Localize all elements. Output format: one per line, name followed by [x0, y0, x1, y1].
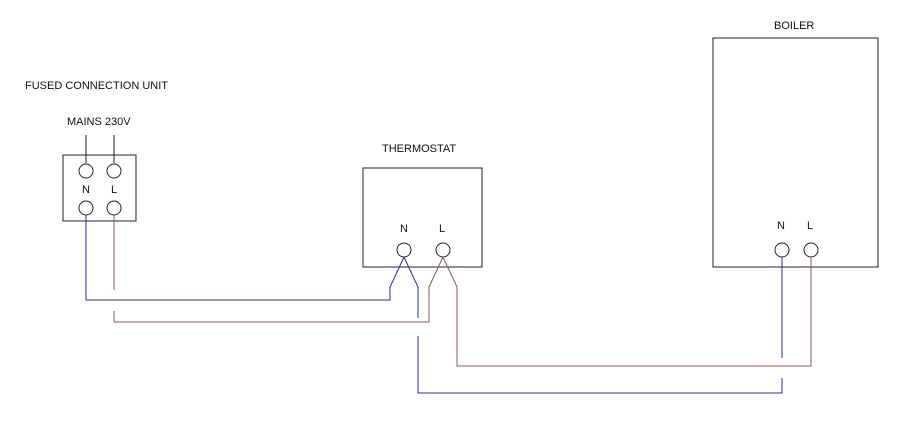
boiler-terminal-n: [774, 242, 790, 258]
thermostat: N L: [362, 167, 483, 268]
fused-connection-unit: N L: [62, 135, 137, 222]
thermostat-n-label: N: [400, 223, 408, 235]
fcu-l-label: L: [111, 184, 117, 196]
mains-voltage-label: MAINS 230V: [67, 116, 131, 128]
boiler-box: [712, 37, 879, 268]
thermostat-title: THERMOSTAT: [382, 143, 456, 155]
live-wire-fcu-return: [113, 256, 444, 323]
fused-connection-unit-title: FUSED CONNECTION UNIT: [25, 80, 168, 92]
boiler-n-label: N: [777, 220, 785, 232]
live-wire-thermostat-to-boiler: [442, 256, 812, 367]
thermostat-box: [362, 167, 483, 268]
fcu-top-terminal-n: [78, 163, 94, 179]
boiler-terminal-l: [803, 242, 819, 258]
fcu-bottom-terminal-n: [78, 200, 94, 216]
fcu-box: [62, 154, 137, 222]
fcu-top-terminal-l: [106, 163, 122, 179]
thermostat-terminal-l: [435, 242, 451, 258]
boiler-title: BOILER: [774, 20, 814, 32]
neutral-wire-fcu-to-thermostat: [85, 215, 405, 301]
neutral-wire-thermostat-jumper: [403, 256, 419, 318]
boiler-l-label: L: [807, 220, 813, 232]
fcu-bottom-terminal-l: [106, 200, 122, 216]
thermostat-l-label: L: [439, 223, 445, 235]
boiler: N L: [712, 37, 879, 268]
neutral-wire-thermostat-to-boiler: [417, 336, 783, 394]
fcu-n-label: N: [82, 184, 90, 196]
thermostat-terminal-n: [396, 242, 412, 258]
wiring: [85, 215, 812, 394]
